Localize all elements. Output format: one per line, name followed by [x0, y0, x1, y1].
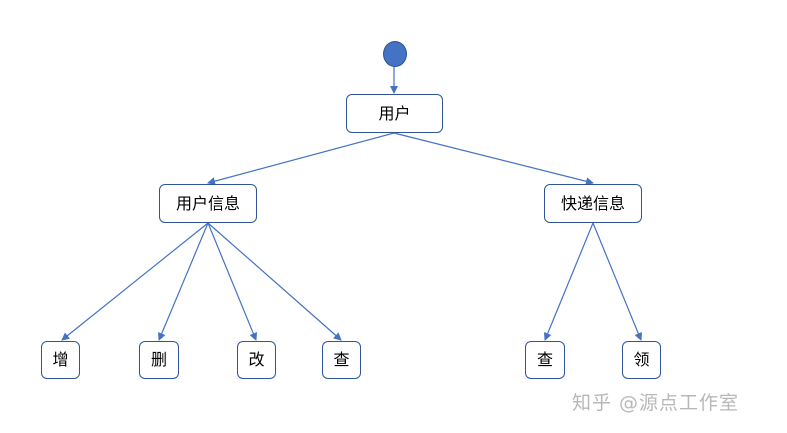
- edge-user-info-to-query: [207, 222, 342, 341]
- root-node: 用户: [346, 94, 443, 133]
- watermark: 知乎 @源点工作室: [572, 392, 740, 414]
- receive-node: 领: [622, 341, 661, 379]
- start-node: [383, 41, 407, 67]
- edge-user-info-to-add: [61, 222, 209, 341]
- edge-root-to-user-info: [207, 132, 395, 186]
- user-query-node: 查: [322, 341, 361, 379]
- delete-node: 删: [139, 341, 179, 379]
- express-info-node: 快递信息: [544, 184, 642, 223]
- edit-node: 改: [237, 341, 276, 379]
- edge-user-info-to-delete: [158, 222, 209, 341]
- edge-root-to-express-info: [393, 132, 594, 186]
- express-query-node: 查: [525, 341, 565, 379]
- add-node: 增: [41, 341, 80, 379]
- edge-express-info-to-receive: [592, 222, 643, 341]
- edge-express-info-to-query: [543, 222, 594, 341]
- edge-user-info-to-edit: [207, 222, 258, 341]
- user-info-node: 用户信息: [159, 184, 257, 223]
